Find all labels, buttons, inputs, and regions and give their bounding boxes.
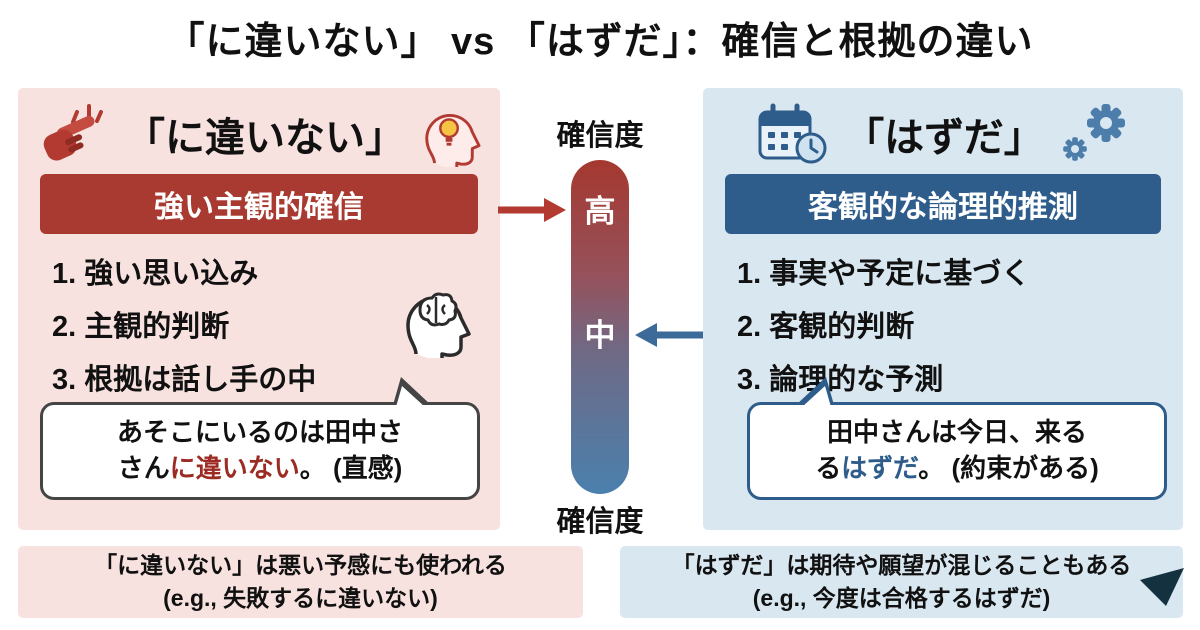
head-lightbulb-icon [419, 101, 481, 167]
pointing-hand-icon [37, 99, 111, 169]
michigainai-example-bubble: あそこにいるのは田中さ さんに違いない。 (直感) [40, 377, 480, 500]
gears-icon [1058, 101, 1130, 167]
list-item: 3. 根拠は話し手の中 [52, 364, 317, 396]
bubble-line: るはずだ。 (約束がある) [756, 451, 1158, 487]
hazuda-example-bubble: 田中さんは今日、来る るはずだ。 (約束がある) [747, 377, 1167, 500]
note-line: 「はずだ」は期待や願望が混じることもある [671, 551, 1132, 578]
scale-high-label: 高 [584, 194, 616, 229]
bubble-highlight: はずだ [841, 452, 919, 483]
michigainai-points: 1. 強い思い込み 2. 主観的判断 3. 根拠は話し手の中 [52, 250, 500, 398]
hazuda-panel: 「はずだ」 [703, 88, 1183, 530]
list-item: 2. 主観的判断 [52, 311, 230, 343]
michigainai-panel: 「に違いない」 強い主観的確信 1. 強い思い込み 2. 主観的判断 3. 根拠… [18, 88, 500, 530]
blue-arrow-icon [635, 323, 703, 347]
scale-mid-label: 中 [584, 318, 616, 353]
hazuda-note: 「はずだ」は期待や願望が混じることもある (e.g., 今度は合格するはずだ) [620, 546, 1183, 618]
scale-label-bottom: 確信度 [556, 506, 644, 538]
list-item: 1. 強い思い込み [52, 258, 259, 290]
bubble-text: 。 (約束がある) [918, 452, 1099, 483]
brain-icon [394, 274, 478, 363]
page-title: 「に違いない」 vs 「はずだ」：確信と根拠の違い [166, 21, 1034, 63]
list-item: 2. 客観的判断 [737, 311, 915, 343]
scale-label-top: 確信度 [556, 120, 644, 152]
bubble-text: 田中さんは今日、来る [826, 417, 1087, 447]
note-line: (e.g., 今度は合格するはずだ) [752, 585, 1051, 611]
hazuda-header: 「はずだ」 [703, 98, 1183, 170]
red-arrow-icon [498, 198, 566, 222]
michigainai-title: 「に違いない」 [125, 116, 405, 160]
calendar-clock-icon [756, 102, 830, 166]
bubble-line: あそこにいるのは田中さ [49, 415, 471, 451]
hazuda-points: 1. 事実や予定に基づく 2. 客観的判断 3. 論理的な予測 [737, 250, 1183, 398]
michigainai-banner: 強い主観的確信 [40, 174, 478, 234]
corner-triangle-icon [1140, 568, 1184, 606]
michigainai-header: 「に違いない」 [18, 98, 500, 170]
note-line: 「に違いない」は悪い予感にも使われる [94, 551, 507, 578]
list-item: 1. 事実や予定に基づく [737, 258, 1031, 290]
bubble-highlight: に違いない [169, 452, 300, 483]
bubble-line: さんに違いない。 (直感) [49, 451, 471, 487]
certainty-scale-bar: 高 中 [571, 160, 629, 494]
bubble-text: 。 (直感) [299, 452, 403, 483]
bubble-text: あそこにいるのは田中さ [116, 417, 403, 447]
note-line: (e.g., 失敗するに違いない) [163, 585, 438, 611]
bubble-text: る [815, 452, 842, 483]
hazuda-title: 「はずだ」 [844, 116, 1044, 160]
hazuda-banner: 客観的な論理的推測 [725, 174, 1161, 234]
list-item: 3. 論理的な予測 [737, 364, 944, 396]
bubble-text: さん [117, 452, 170, 483]
michigainai-note: 「に違いない」は悪い予感にも使われる (e.g., 失敗するに違いない) [18, 546, 583, 618]
bubble-line: 田中さんは今日、来る [756, 415, 1158, 451]
